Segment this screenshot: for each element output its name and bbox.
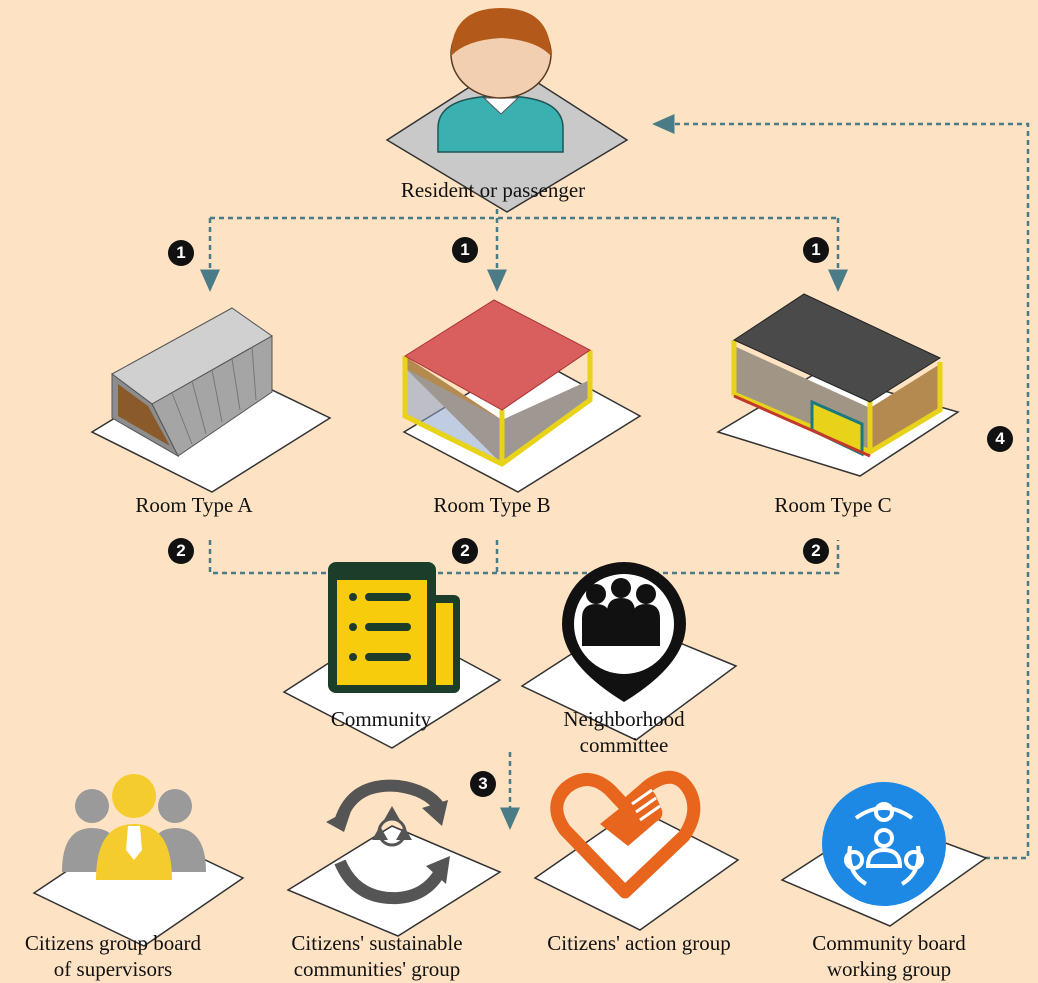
sustainable-label-line1: Citizens' sustainable: [291, 931, 463, 955]
step-badge-2c: 2: [803, 538, 829, 564]
room-a-label: Room Type A: [135, 493, 253, 517]
connector-rooms-to-community: [208, 540, 840, 575]
container-room-icon: [111, 307, 273, 458]
supervisor-group-icon: [62, 774, 206, 880]
step-badge-2a: 2: [168, 538, 194, 564]
step-badge-4: 4: [987, 426, 1013, 452]
step-badge-1c: 1: [803, 237, 829, 263]
network-people-icon: [822, 782, 946, 906]
step-badge-1b: 1: [452, 237, 478, 263]
sustainable-label-line2: communities' group: [293, 957, 461, 981]
supervisors-label-line1: Citizens group board: [24, 931, 202, 955]
glass-room-red-roof-icon: [402, 299, 593, 467]
community-label: Community: [330, 707, 432, 731]
connector-feedback-loop: [652, 114, 1030, 860]
board-label-line1: Community board: [812, 931, 966, 955]
building-document-icon: [328, 562, 460, 693]
board-label-line2: working group: [826, 957, 952, 981]
heart-hand-icon: [550, 770, 701, 899]
glass-room-dark-roof-icon: [731, 293, 943, 458]
resident-label: Resident or passenger: [400, 178, 586, 202]
step-badge-2b: 2: [452, 538, 478, 564]
room-b-label: Room Type B: [433, 493, 551, 517]
supervisors-label-line2: of supervisors: [53, 957, 173, 981]
group-location-pin-icon: [562, 562, 686, 702]
recycle-icon: [326, 779, 450, 905]
neighborhood-label-line1: Neighborhood: [563, 707, 685, 731]
step-badge-3: 3: [470, 771, 496, 797]
step-badge-1a: 1: [168, 240, 194, 266]
action-label: Citizens' action group: [547, 931, 731, 955]
person-avatar-icon: [385, 8, 629, 213]
neighborhood-label-line2: committee: [579, 733, 669, 757]
room-c-label: Room Type C: [774, 493, 892, 517]
sustainable-tile: [286, 825, 502, 937]
